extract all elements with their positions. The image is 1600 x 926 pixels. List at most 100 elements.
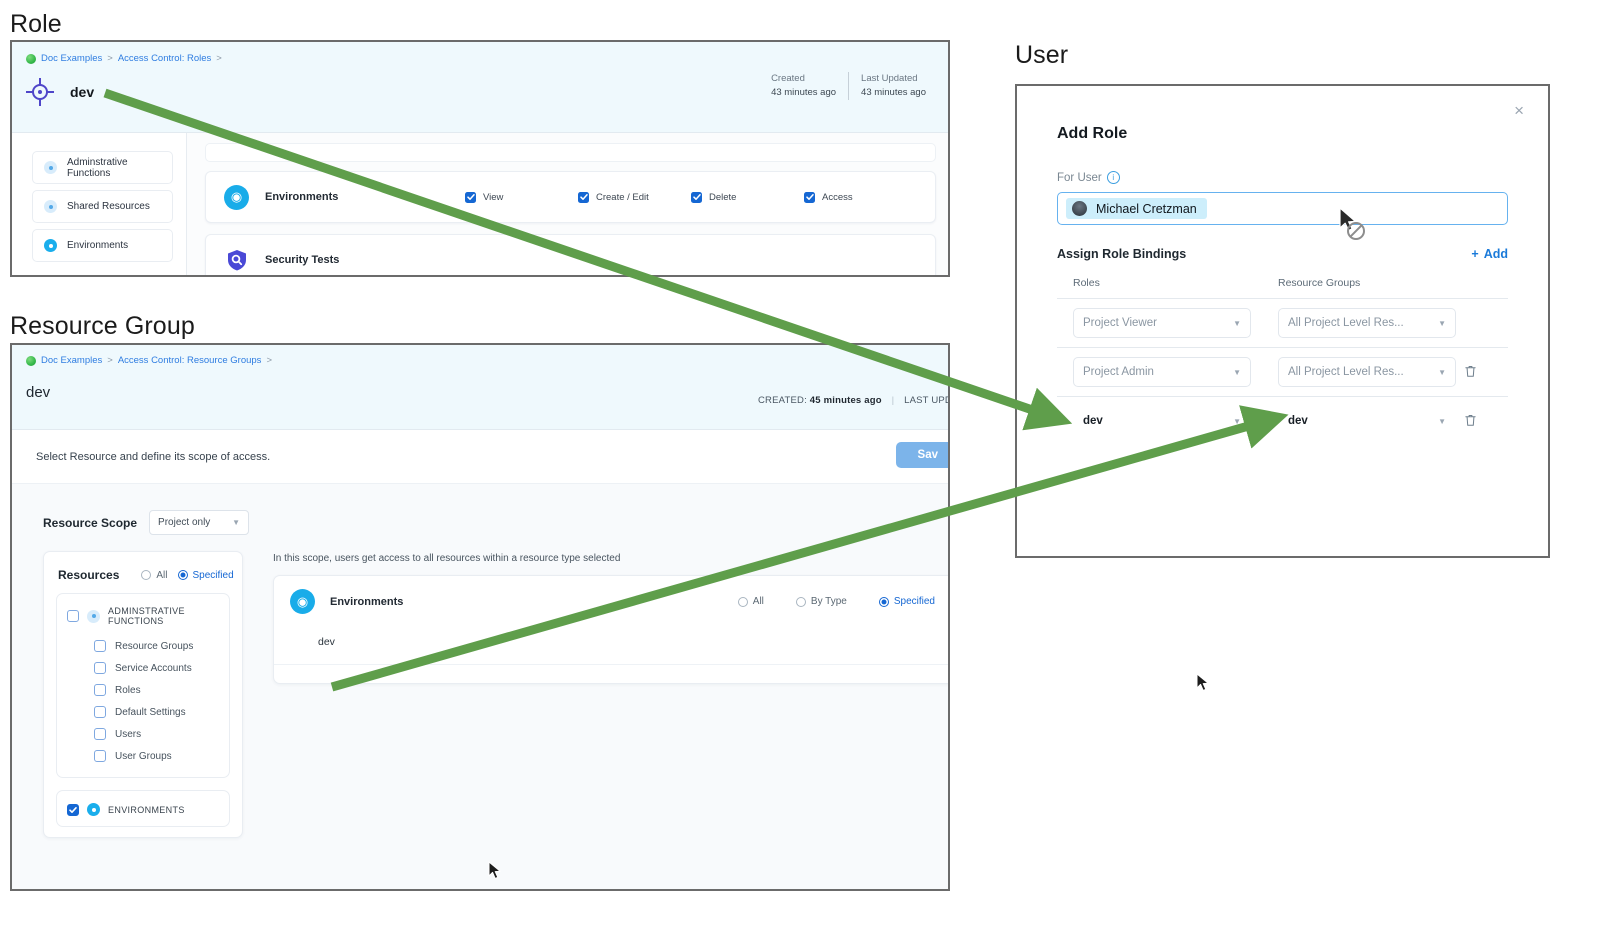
permission-checkbox-create-edit[interactable]: Create / Edit bbox=[578, 191, 691, 203]
scope-list-item-dev[interactable]: dev bbox=[318, 636, 335, 648]
resource-group-select-value: All Project Level Res... bbox=[1288, 317, 1404, 329]
resources-mode-specified[interactable]: Specified bbox=[177, 570, 234, 581]
avatar bbox=[1072, 201, 1087, 216]
resource-group-select-value: dev bbox=[1288, 415, 1308, 427]
breadcrumb-item-project[interactable]: Doc Examples bbox=[41, 355, 103, 366]
meta-divider: | bbox=[891, 395, 895, 406]
for-user-input[interactable]: Michael Cretzman bbox=[1057, 192, 1508, 225]
resource-group-header: Doc Examples > Access Control: Resource … bbox=[12, 345, 948, 430]
permission-checkbox-delete[interactable]: Delete bbox=[691, 191, 804, 203]
role-created-value: 43 minutes ago bbox=[771, 86, 837, 98]
dialog-content: × Add Role For User i Michael Cretzman A… bbox=[1017, 86, 1548, 556]
chevron-down-icon: ▼ bbox=[1233, 416, 1241, 426]
radio-icon bbox=[141, 570, 152, 580]
solid-dot-icon bbox=[87, 803, 100, 816]
permission-label: View bbox=[483, 191, 504, 203]
resource-item-default-settings[interactable]: Default Settings bbox=[67, 701, 219, 723]
pale-dot-icon bbox=[87, 609, 100, 623]
breadcrumb-resource-group[interactable]: Doc Examples > Access Control: Resource … bbox=[26, 355, 934, 366]
resource-item-label: Users bbox=[115, 728, 142, 740]
resource-group-select[interactable]: All Project Level Res... ▼ bbox=[1278, 357, 1456, 387]
role-select[interactable]: Project Admin ▼ bbox=[1073, 357, 1251, 387]
pointer-cursor-canvas bbox=[1196, 673, 1212, 698]
checkbox-icon[interactable] bbox=[94, 728, 106, 740]
role-updated-value: 43 minutes ago bbox=[861, 86, 926, 98]
close-icon[interactable]: × bbox=[1514, 101, 1524, 120]
role-created-label: Created bbox=[771, 73, 805, 84]
role-updated-label: Last Updated bbox=[861, 73, 918, 84]
add-binding-button[interactable]: + Add bbox=[1471, 247, 1508, 261]
resource-group-subtitle-bar: Select Resource and define its scope of … bbox=[12, 430, 948, 484]
resource-item-user-groups[interactable]: User Groups bbox=[67, 745, 219, 767]
chevron-down-icon: ▼ bbox=[1438, 367, 1446, 377]
resource-item-service-accounts[interactable]: Service Accounts bbox=[67, 657, 219, 679]
checkbox-icon[interactable] bbox=[94, 662, 106, 674]
permission-checkbox-access[interactable]: Access bbox=[804, 191, 917, 203]
checked-box-icon bbox=[804, 191, 815, 203]
project-dot-icon bbox=[26, 355, 36, 366]
permission-card-title: Security Tests bbox=[265, 254, 340, 266]
role-select-value: Project Admin bbox=[1083, 366, 1154, 378]
role-permissions-area: ◉ Environments View bbox=[187, 133, 948, 275]
scope-card-title: Environments bbox=[330, 595, 404, 608]
scope-card-environments: ◉ Environments All By Type bbox=[273, 575, 948, 684]
checkbox-checked-icon[interactable] bbox=[67, 803, 79, 816]
radio-selected-icon bbox=[177, 570, 188, 580]
checkbox-icon[interactable] bbox=[94, 684, 106, 696]
breadcrumb-item-resource-groups[interactable]: Access Control: Resource Groups bbox=[117, 355, 262, 366]
user-chip[interactable]: Michael Cretzman bbox=[1066, 198, 1207, 219]
permission-card-environments: ◉ Environments View bbox=[205, 171, 936, 223]
scope-card-header: ◉ Environments All By Type bbox=[274, 576, 948, 626]
resource-item-roles[interactable]: Roles bbox=[67, 679, 219, 701]
resource-item-resource-groups[interactable]: Resource Groups bbox=[67, 635, 219, 657]
add-role-dialog: × Add Role For User i Michael Cretzman A… bbox=[1015, 84, 1550, 558]
resource-group-name: dev bbox=[26, 384, 51, 401]
scope-mode-all[interactable]: All bbox=[737, 596, 764, 607]
group-header[interactable]: ENVIRONMENTS bbox=[67, 803, 219, 816]
checkbox-icon[interactable] bbox=[94, 750, 106, 762]
resource-item-label: Default Settings bbox=[115, 706, 186, 718]
checkbox-icon[interactable] bbox=[94, 640, 106, 652]
sidebar-item-environments[interactable]: Environments bbox=[32, 229, 173, 262]
rg-updated-label: LAST UPD bbox=[904, 395, 950, 406]
save-button[interactable]: Sav bbox=[895, 442, 948, 468]
resources-mode-label: All bbox=[156, 569, 168, 581]
environments-icon: ◉ bbox=[224, 184, 249, 210]
scope-mode-specified[interactable]: Specified bbox=[878, 596, 935, 607]
resources-mode-all[interactable]: All bbox=[141, 569, 168, 581]
delete-row-icon[interactable] bbox=[1456, 413, 1484, 430]
role-select-value: dev bbox=[1083, 415, 1103, 427]
role-select[interactable]: dev ▼ bbox=[1073, 406, 1251, 436]
scope-mode-by-type[interactable]: By Type bbox=[795, 596, 847, 607]
sidebar-item-administrative-functions[interactable]: Adminstrative Functions bbox=[32, 151, 173, 184]
resource-item-users[interactable]: Users bbox=[67, 723, 219, 745]
sidebar-item-shared-resources[interactable]: Shared Resources bbox=[32, 190, 173, 223]
breadcrumb-role[interactable]: Doc Examples > Access Control: Roles > bbox=[26, 53, 934, 64]
role-panel-body: Adminstrative Functions Shared Resources… bbox=[12, 133, 948, 275]
assign-role-bindings-title: Assign Role Bindings bbox=[1057, 247, 1187, 261]
role-select-cell: dev ▼ bbox=[1073, 406, 1278, 436]
permission-checkbox-view[interactable]: View bbox=[465, 191, 578, 203]
permission-label: Delete bbox=[709, 191, 737, 203]
resource-group-select[interactable]: All Project Level Res... ▼ bbox=[1278, 308, 1456, 338]
breadcrumb-separator-2: > bbox=[266, 355, 272, 366]
resource-group-section-caption: Resource Group bbox=[10, 312, 195, 340]
checked-box-icon bbox=[465, 191, 476, 203]
info-icon[interactable]: i bbox=[1106, 171, 1120, 184]
resource-scope-value: Project only bbox=[158, 517, 211, 528]
delete-row-icon[interactable] bbox=[1456, 364, 1484, 381]
checkbox-icon[interactable] bbox=[67, 610, 79, 622]
resource-group-select[interactable]: dev ▼ bbox=[1278, 406, 1456, 436]
checkbox-icon[interactable] bbox=[94, 706, 106, 718]
role-updated-meta: Last Updated 43 minutes ago bbox=[848, 72, 938, 100]
breadcrumb-item-project[interactable]: Doc Examples bbox=[41, 53, 103, 64]
role-category-sidebar: Adminstrative Functions Shared Resources… bbox=[12, 133, 187, 275]
resource-scope-select[interactable]: Project only ▼ bbox=[149, 510, 250, 535]
scope-card-footer bbox=[274, 665, 948, 683]
resource-group-environments: ENVIRONMENTS bbox=[56, 790, 230, 827]
role-select-cell: Project Admin ▼ bbox=[1073, 357, 1278, 387]
scope-mode-label: All bbox=[752, 596, 764, 607]
group-header[interactable]: ADMINSTRATIVE FUNCTIONS bbox=[67, 606, 219, 626]
role-select[interactable]: Project Viewer ▼ bbox=[1073, 308, 1251, 338]
breadcrumb-item-roles[interactable]: Access Control: Roles bbox=[117, 53, 212, 64]
